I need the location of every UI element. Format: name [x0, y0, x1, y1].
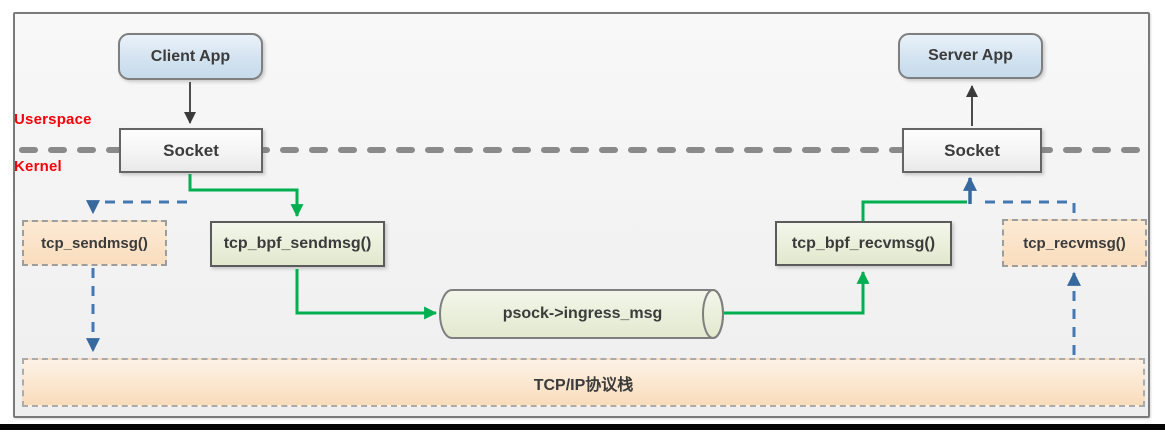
line-tcp-recvmsg-to-socket: [985, 200, 1076, 216]
tcp-recvmsg-node: tcp_recvmsg(): [1002, 219, 1147, 267]
kernel-label: Kernel: [14, 158, 62, 175]
client-app-node: Client App: [118, 33, 263, 80]
tcp-sendmsg-node: tcp_sendmsg(): [22, 220, 167, 266]
server-app-node: Server App: [898, 33, 1043, 79]
arrow-socket-to-tcp-bpf-sendmsg: [188, 174, 304, 218]
tcp-bpf-recvmsg-node: tcp_bpf_recvmsg(): [775, 221, 952, 266]
ingress-queue-cylinder: [439, 289, 724, 339]
tcpip-stack-node: TCP/IP协议栈: [22, 358, 1145, 407]
arrow-tcp-bpf-sendmsg-to-ingress: [295, 269, 438, 320]
socket-right-node: Socket: [902, 128, 1042, 173]
userspace-label: Userspace: [14, 111, 92, 128]
arrow-socket-to-tcp-sendmsg: [86, 200, 187, 215]
arrow-ingress-to-tcp-bpf-recvmsg: [723, 270, 870, 315]
tcp-bpf-sendmsg-node: tcp_bpf_sendmsg(): [210, 221, 385, 267]
socket-left-node: Socket: [119, 128, 263, 173]
page-divider-rule: [0, 424, 1165, 430]
ingress-queue-label: psock->ingress_msg: [502, 305, 663, 322]
line-tcp-bpf-recvmsg-to-socket: [861, 200, 967, 221]
